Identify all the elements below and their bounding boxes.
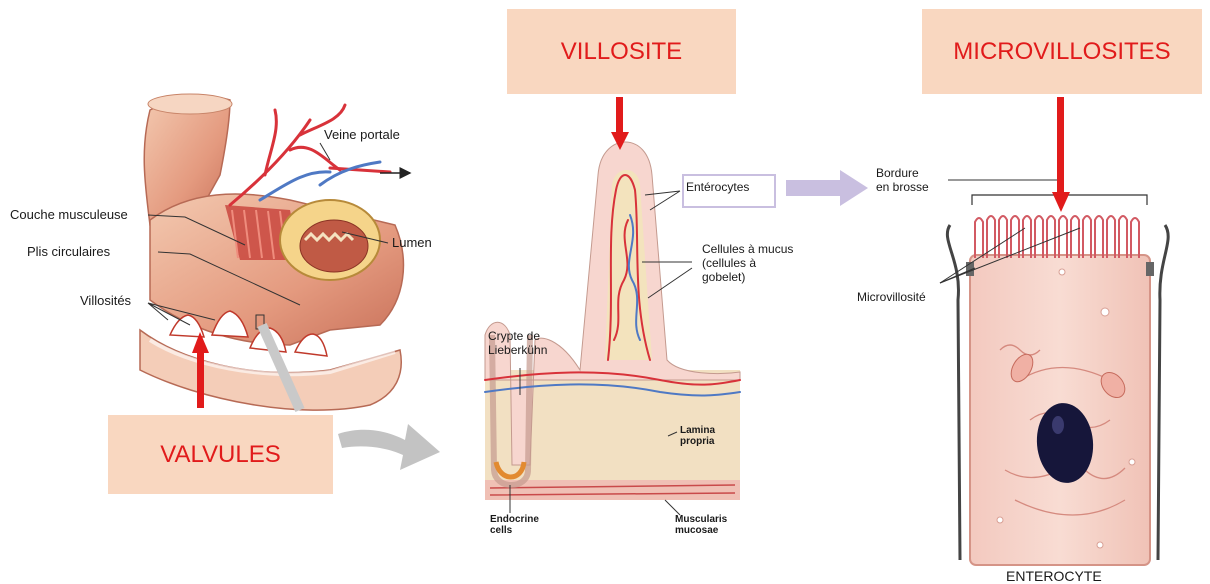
label-enterocytes: Entérocytes [686, 181, 749, 195]
callout-microvillosites: MICROVILLOSITES [922, 9, 1202, 94]
label-villosites: Villosités [80, 294, 131, 309]
label-lumen: Lumen [392, 236, 432, 251]
label-cellules-mucus: Cellules à mucus (cellules à gobelet) [702, 243, 793, 284]
callout-villosite: VILLOSITE [507, 9, 736, 94]
enterocyte-illustration [940, 180, 1168, 565]
label-microvillosite: Microvillosité [857, 291, 926, 305]
label-bordure-brosse: Bordure en brosse [876, 167, 929, 195]
grey-curved-arrow-icon [338, 424, 440, 470]
villus-illustration [485, 142, 868, 515]
label-plis-circulaires: Plis circulaires [27, 245, 110, 260]
label-veine-portale: Veine portale [324, 128, 400, 143]
label-endocrine-cells: Endocrine cells [490, 515, 539, 536]
intestine-illustration [140, 94, 440, 470]
lavender-arrow-icon [786, 170, 868, 206]
red-arrow-icon [1052, 97, 1070, 212]
label-lamina-propria: Lamina propria [680, 426, 715, 447]
label-crypte-lieberkuhn: Crypte de Lieberkühn [488, 330, 547, 358]
label-couche-musculeuse: Couche musculeuse [10, 208, 128, 223]
caption-enterocyte: ENTEROCYTE [1006, 568, 1102, 584]
callout-valvules: VALVULES [108, 415, 333, 494]
label-muscularis-mucosae: Muscularis mucosae [675, 515, 727, 536]
